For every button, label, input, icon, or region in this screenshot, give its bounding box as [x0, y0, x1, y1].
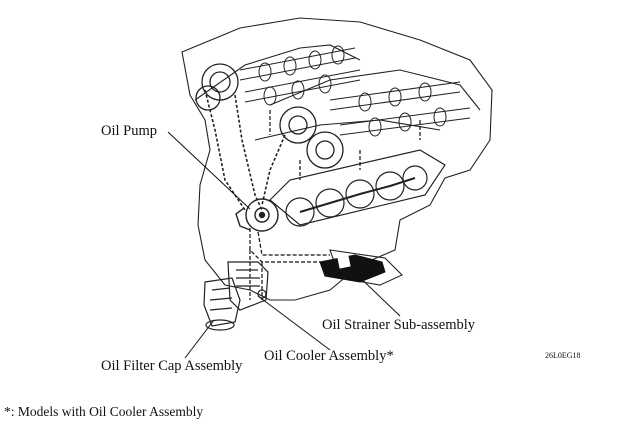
label-oil-strainer: Oil Strainer Sub-assembly — [322, 317, 476, 333]
leader-oil-filter-cap — [184, 319, 215, 359]
oil-pump — [235, 198, 279, 232]
oil-strainer — [319, 254, 386, 283]
leader-oil-strainer — [349, 267, 401, 317]
engine-block-outline — [181, 17, 493, 301]
camshaft-sprockets — [195, 63, 344, 169]
leader-lines — [167, 131, 401, 359]
oil-flow-circuit — [249, 110, 421, 300]
leader-oil-cooler — [257, 295, 331, 351]
footnote: *: Models with Oil Cooler Assembly — [4, 404, 204, 419]
label-oil-cooler: Oil Cooler Assembly* — [264, 348, 394, 364]
leader-oil-pump — [167, 131, 251, 210]
timing-chain — [204, 89, 286, 211]
oil-filter-cap — [203, 277, 241, 331]
oil-cooler — [227, 261, 269, 311]
crankshaft — [269, 149, 446, 227]
label-oil-filter-cap: Oil Filter Cap Assembly — [101, 358, 243, 374]
figure-code: 26L0EG18 — [545, 351, 581, 360]
camshafts — [239, 45, 471, 137]
label-oil-pump: Oil Pump — [101, 123, 157, 139]
